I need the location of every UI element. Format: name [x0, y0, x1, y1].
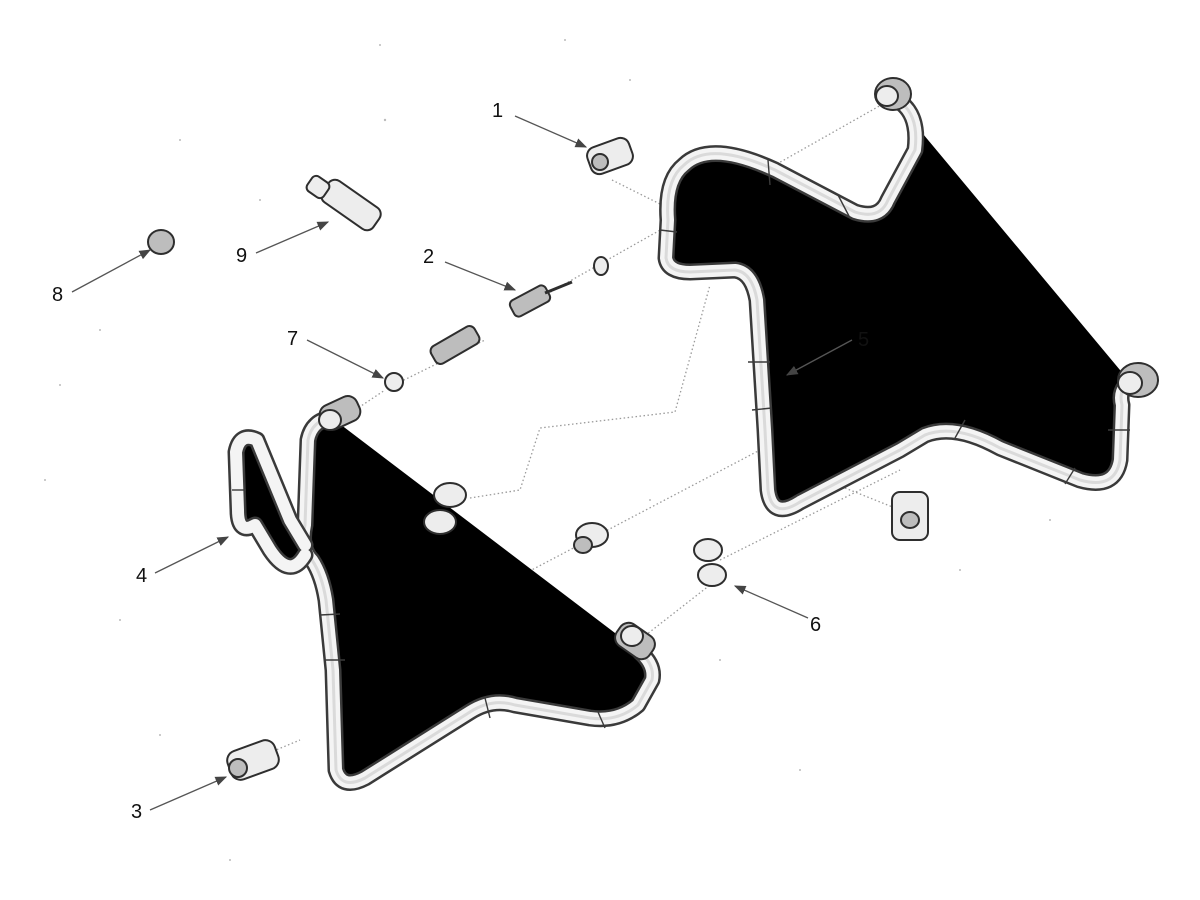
- callout-label-5: 5: [858, 329, 870, 351]
- pipe-end-fitting-upper-left: [318, 395, 362, 431]
- clip-right-bracket: [891, 491, 929, 541]
- part-7-o-ring: [384, 325, 481, 392]
- pipe-end-fitting-right: [1117, 362, 1159, 398]
- part-8-cap: [147, 229, 175, 255]
- pipe-end-fitting-bottom: [614, 621, 656, 661]
- callout-label-1: 1: [492, 100, 504, 122]
- upper-coolant-pipe: [660, 98, 1130, 509]
- callout-label-4: 4: [136, 565, 148, 587]
- part-6-clip: [693, 538, 727, 587]
- lower-coolant-pipe: [232, 418, 653, 783]
- callout-label-2: 2: [423, 246, 435, 268]
- part-3-clip: [226, 739, 280, 781]
- callout-label-8: 8: [52, 284, 64, 306]
- callout-label-3: 3: [131, 801, 143, 823]
- callout-label-7: 7: [287, 328, 299, 350]
- part-9-connector: [305, 174, 382, 232]
- clip-center-lower: [573, 522, 609, 554]
- part-1-clip: [586, 136, 634, 176]
- callout-leaders: [71, 115, 853, 811]
- callout-label-6: 6: [810, 614, 822, 636]
- part-2-bleed-screw: [508, 256, 609, 318]
- clip-center-upper: [423, 482, 467, 535]
- callout-label-9: 9: [236, 245, 248, 267]
- pipe-end-fitting-top-right: [874, 77, 912, 111]
